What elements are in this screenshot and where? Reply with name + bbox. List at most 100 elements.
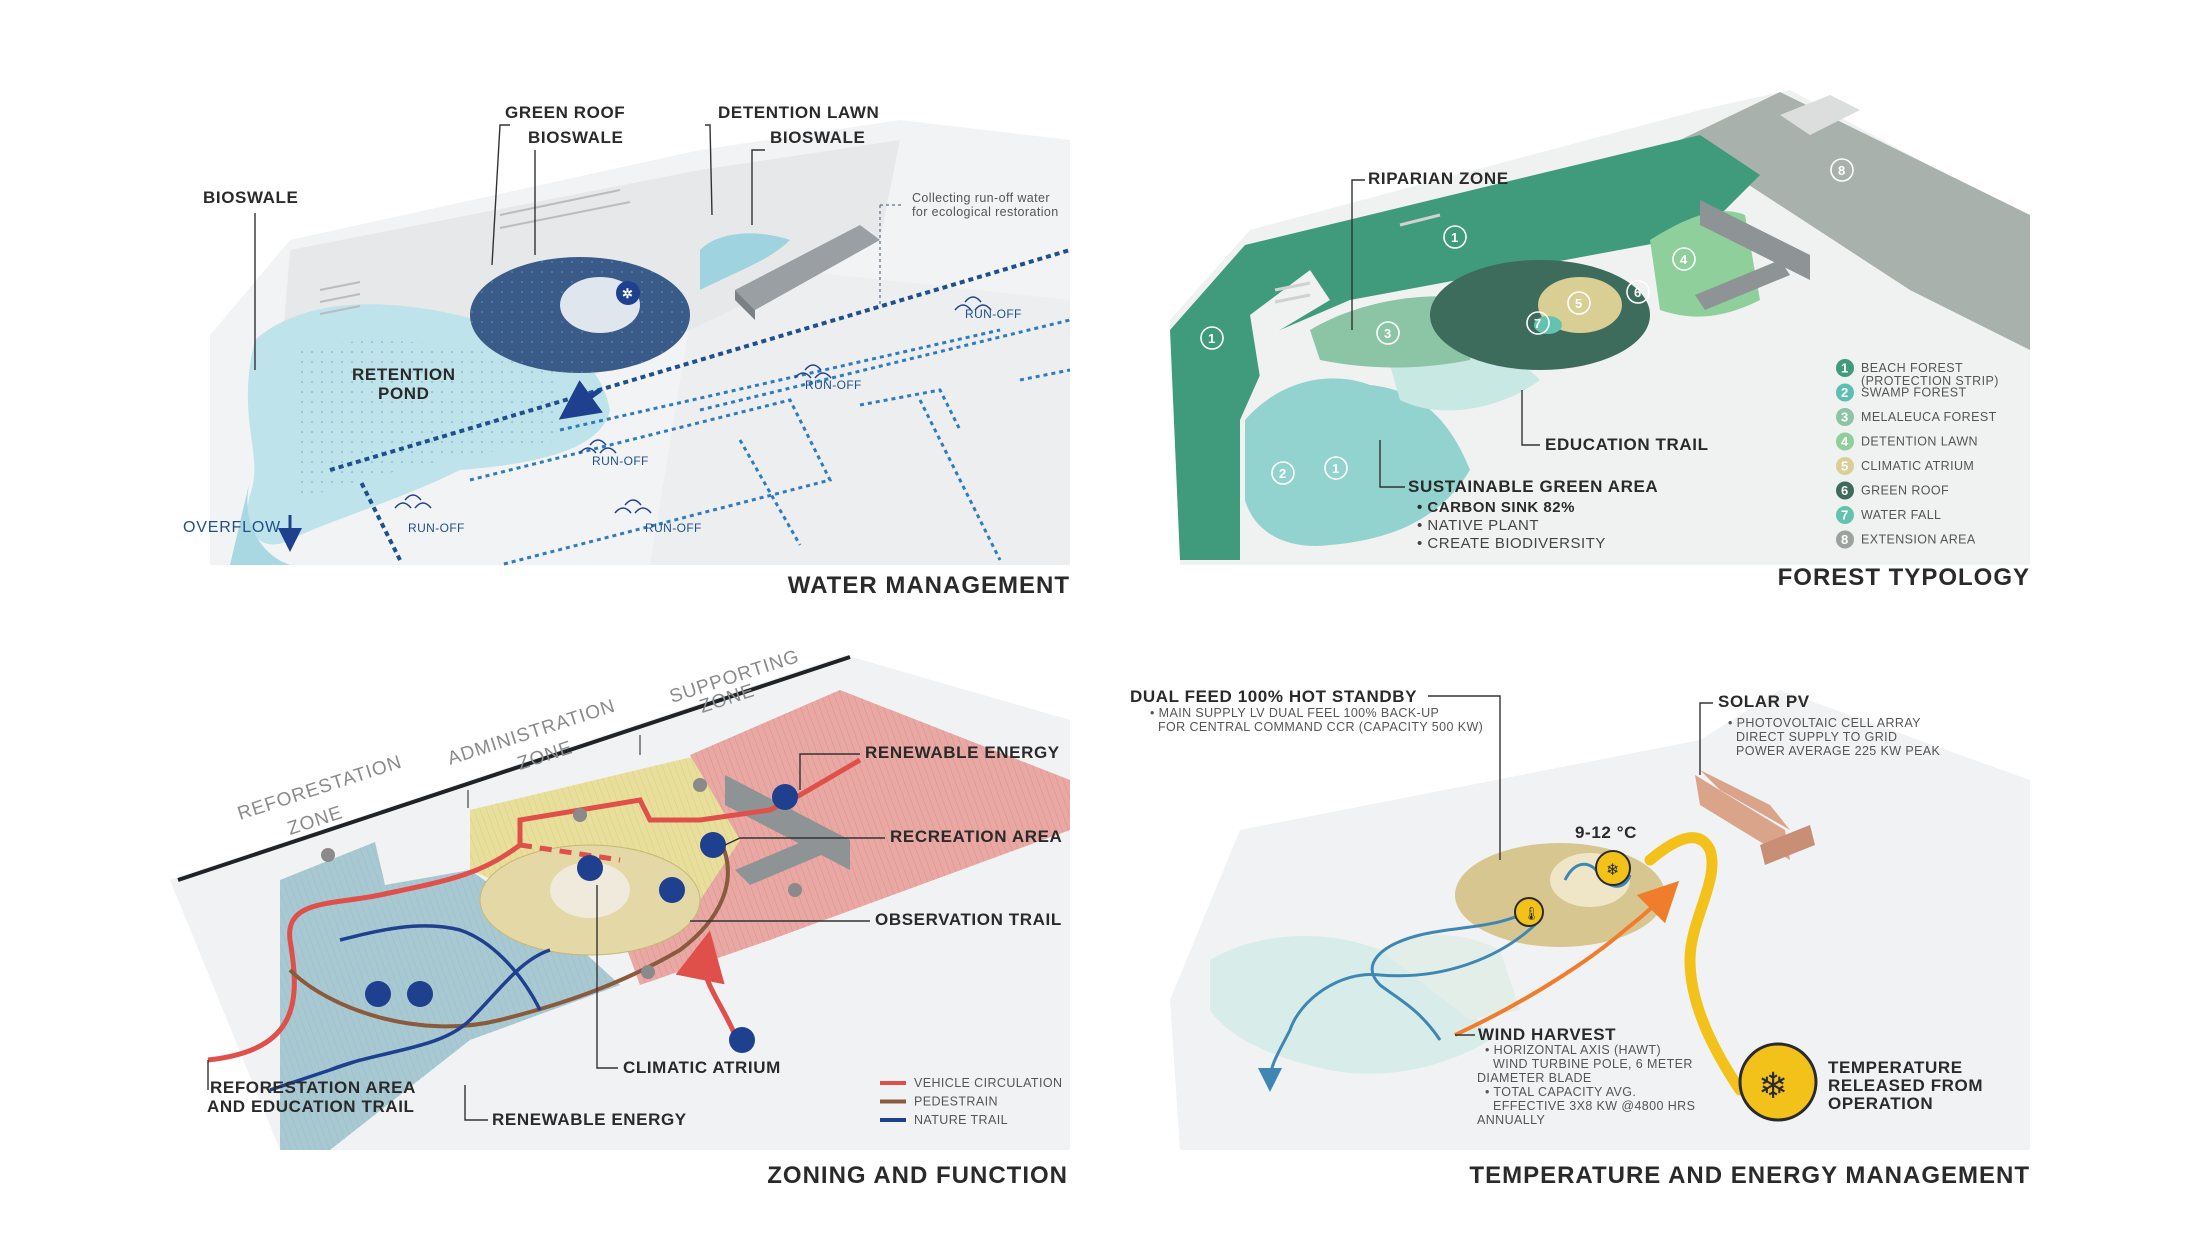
zoning-legend-item: VEHICLE CIRCULATION	[880, 1076, 1062, 1090]
panel-zoning-function: REFORESTATION ZONE ADMINISTRATION ZONE S…	[170, 646, 1070, 1189]
legend-label: EXTENSION AREA	[1861, 533, 1976, 547]
legend-number: 7	[1841, 508, 1848, 523]
legend-number: 4	[1841, 434, 1849, 449]
vehicle-circulation-entry	[675, 930, 738, 1036]
legend-label: PEDESTRAIN	[914, 1095, 998, 1109]
solar-detail-3: POWER AVERAGE 225 KW PEAK	[1736, 744, 1941, 758]
wind-detail-4: • TOTAL CAPACITY AVG.	[1485, 1085, 1636, 1099]
swamp-forest-shape	[1245, 378, 1470, 546]
runoff-channels	[329, 248, 1071, 561]
zoning-legend-item: PEDESTRAIN	[880, 1095, 998, 1109]
energy-leaders	[1428, 695, 1713, 1036]
sga-bullet-3: • CREATE BIODIVERSITY	[1417, 535, 1606, 552]
legend-number-badge	[1836, 359, 1854, 377]
solar-building	[1700, 770, 1790, 830]
forest-number-markers: 1 1 1 2 3 4 5 6 7 8	[1200, 158, 1854, 485]
label-detention-lawn: DETENTION LAWN	[718, 103, 879, 122]
panel-water-management: ✲	[183, 103, 1071, 599]
dome-fan-icon	[616, 281, 640, 305]
svg-text:1: 1	[1451, 230, 1458, 245]
label-reforestation-area-1: REFORESTATION AREA	[210, 1078, 416, 1097]
zoning-building-2	[735, 830, 845, 885]
runoff-label: RUN-OFF	[592, 454, 649, 468]
legend-number: 6	[1841, 483, 1848, 498]
label-temp-released-3: OPERATION	[1828, 1094, 1933, 1113]
parking-top	[319, 189, 631, 315]
legend-number-badge	[1836, 408, 1854, 426]
solar-building-long	[1695, 775, 1790, 860]
svg-text:✲: ✲	[622, 286, 633, 301]
title-water-management: WATER MANAGEMENT	[788, 572, 1070, 599]
legend-number: 1	[1841, 361, 1848, 376]
zoning-boundary-line	[177, 655, 851, 882]
runoff-marker-2: RUN-OFF	[794, 364, 861, 392]
solar-detail-2: DIRECT SUPPLY TO GRID	[1736, 730, 1897, 744]
svg-text:5: 5	[1575, 296, 1582, 311]
svg-text:2: 2	[1279, 466, 1286, 481]
wind-detail-3: DIAMETER BLADE	[1477, 1071, 1592, 1085]
heat-release-path	[1644, 832, 1746, 1096]
label-observation-trail: OBSERVATION TRAIL	[875, 910, 1062, 929]
label-renewable-energy-top: RENEWABLE ENERGY	[865, 743, 1060, 762]
legend-number-badge	[1836, 506, 1854, 524]
thermometer-badges: ❄ 🌡	[1514, 850, 1631, 927]
label-dual-feed: DUAL FEED 100% HOT STANDBY	[1130, 687, 1417, 706]
svg-text:1: 1	[1208, 331, 1215, 346]
forest-building-2	[1695, 260, 1790, 310]
title-forest-typology: FOREST TYPOLOGY	[1778, 564, 2030, 591]
label-collect-2: for ecological restoration	[912, 205, 1059, 219]
legend-number-badge	[1836, 383, 1854, 402]
cool-air-path-2	[1258, 918, 1542, 1092]
zoning-legend: VEHICLE CIRCULATION PEDESTRAIN NATURE TRAI…	[880, 1076, 1062, 1127]
label-temp-range: 9-12 °C	[1575, 823, 1637, 842]
solar-building-wing	[1760, 825, 1815, 865]
legend-label: MELALEUCA FOREST	[1861, 410, 1997, 424]
label-bioswale-top: BIOSWALE	[528, 128, 623, 147]
legend-label: CLIMATIC ATRIUM	[1861, 459, 1974, 473]
runoff-marker-5: RUN-OFF	[614, 499, 702, 535]
forest-extension-block	[1780, 95, 1860, 135]
water-flow-arrow	[558, 380, 603, 420]
temperature-release-badge: ❄	[1738, 1042, 1818, 1122]
sga-bullet-2: • NATIVE PLANT	[1417, 517, 1539, 534]
legend-number: 3	[1841, 410, 1848, 425]
detention-building-side	[735, 290, 755, 320]
legend-label: DETENTION LAWN	[1861, 435, 1978, 449]
forest-legend-item: 3 MELALEUCA FOREST	[1836, 408, 1997, 426]
legend-label: VEHICLE CIRCULATION	[914, 1076, 1062, 1090]
label-education-trail: EDUCATION TRAIL	[1545, 435, 1709, 454]
legend-label-line2: (PROTECTION STRIP)	[1861, 374, 1999, 388]
zoning-legend-item: NATURE TRAIL	[880, 1113, 1008, 1127]
legend-number-badge	[1836, 457, 1854, 475]
legend-number: 2	[1841, 385, 1848, 400]
wind-detail-5: EFFECTIVE 3X8 KW @4800 HRS	[1493, 1099, 1695, 1113]
label-bioswale-left: BIOSWALE	[203, 188, 298, 207]
panel-temperature-energy: ❄ 🌡 ❄ DUAL FEED 100% HOT STANDBY • MAIN …	[1130, 687, 2030, 1189]
detention-building	[735, 225, 880, 310]
forest-extension	[1680, 92, 2030, 350]
zoning-icons	[365, 784, 798, 1053]
svg-text:❄: ❄	[1606, 860, 1619, 879]
runoff-marker-3: RUN-OFF	[579, 439, 649, 468]
label-renewable-energy-bottom: RENEWABLE ENERGY	[492, 1110, 687, 1129]
label-collect-1: Collecting run-off water	[912, 191, 1050, 205]
label-retention-2: POND	[378, 384, 430, 403]
label-bioswale-right: BIOSWALE	[770, 128, 865, 147]
runoff-label: RUN-OFF	[965, 307, 1022, 321]
label-climatic-atrium: CLIMATIC ATRIUM	[623, 1058, 781, 1077]
forest-atrium	[1538, 277, 1622, 333]
label-green-roof: GREEN ROOF	[505, 103, 625, 122]
runoff-label: RUN-OFF	[645, 521, 702, 535]
svg-text:6: 6	[1634, 285, 1641, 300]
svg-text:3: 3	[1384, 326, 1391, 341]
forest-leaders	[1351, 179, 1540, 488]
cool-air-path-3	[1370, 903, 1541, 1041]
legend-label: WATER FALL	[1861, 508, 1941, 522]
overflow-channel	[230, 480, 290, 565]
panel-forest-typology: 1 1 1 2 3 4 5 6 7 8 RIPARIAN ZONE	[1170, 90, 2030, 591]
